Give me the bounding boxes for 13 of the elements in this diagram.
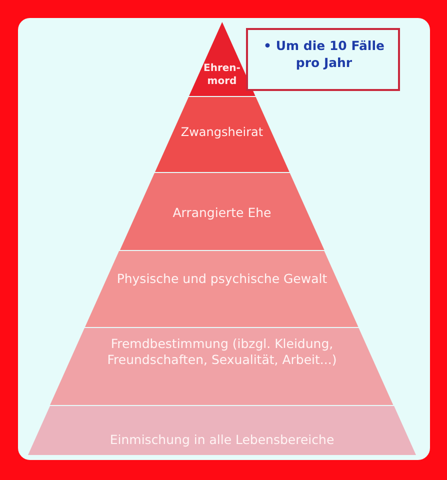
pyramid-layer	[28, 406, 416, 455]
callout-box	[246, 28, 400, 91]
pyramid-layer	[120, 173, 324, 250]
pyramid-layer	[85, 251, 359, 327]
layer-label: Ehren-mord	[202, 62, 242, 88]
layer-label: Arrangierte Ehe	[172, 205, 272, 222]
layer-label: Physische und psychische Gewalt	[116, 271, 328, 288]
bullet-text: • Um die 10 Fälle pro Jahr	[262, 38, 386, 72]
layer-label: Einmischung in alle Lebensbereiche	[108, 432, 336, 448]
pyramid-layer	[50, 328, 394, 405]
layer-label: Zwangsheirat	[180, 125, 264, 141]
pyramid-layer	[154, 97, 290, 172]
layer-label: Fremdbestimmung (ibzgl. Kleidung, Freundschaften, Sexualität, Arbeit...)	[106, 336, 338, 368]
